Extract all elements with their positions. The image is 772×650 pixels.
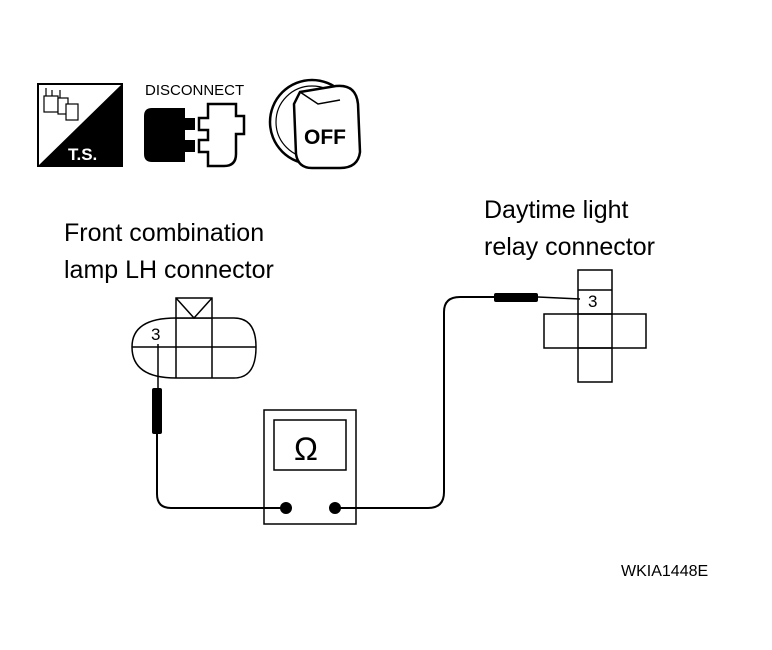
front-probe <box>152 344 162 434</box>
front-lamp-connector: 3 <box>131 297 257 379</box>
ts-label: T.S. <box>68 145 97 164</box>
front-connector-title-2: lamp LH connector <box>64 256 274 284</box>
relay-connector-pin: 3 <box>588 292 597 311</box>
front-connector-pin: 3 <box>151 325 160 344</box>
ohm-symbol: Ω <box>294 431 318 467</box>
lead-left <box>156 434 286 509</box>
lead-right <box>335 296 494 509</box>
figure-code: WKIA1448E <box>621 563 708 580</box>
relay-connector: 3 <box>543 269 647 383</box>
disconnect-icon: DISCONNECT <box>144 82 246 168</box>
ignition-off-icon: OFF <box>268 78 362 170</box>
disconnect-label: DISCONNECT <box>145 82 244 99</box>
off-label: OFF <box>304 126 346 149</box>
relay-connector-title-2: relay connector <box>484 233 655 261</box>
ohmmeter: Ω <box>263 409 357 525</box>
relay-connector-title-1: Daytime light <box>484 196 629 224</box>
ts-icon: T.S. <box>37 83 123 167</box>
relay-probe <box>494 293 581 302</box>
front-connector-title-1: Front combination <box>64 219 264 247</box>
